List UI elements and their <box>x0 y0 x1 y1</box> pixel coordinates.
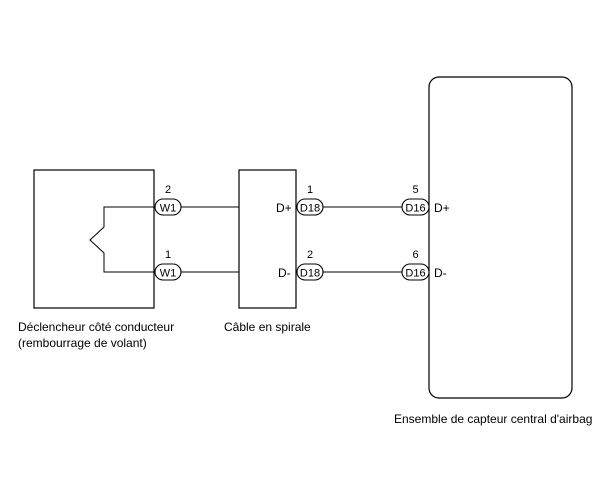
signal-label: D+ <box>434 201 450 215</box>
signal-label: D- <box>434 266 447 280</box>
squib-label-line1: Déclencheur côté conducteur <box>18 320 174 334</box>
pin-number: 2 <box>307 249 313 261</box>
spiral-cable-label: Câble en spirale <box>224 320 311 334</box>
connector-id: W1 <box>160 203 177 215</box>
pin-number: 1 <box>165 249 171 261</box>
airbag-sensor-box <box>428 76 573 399</box>
connector-d16-bottom: D16 6 D- <box>401 249 447 281</box>
connector-id: D18 <box>300 268 320 280</box>
signal-label: D+ <box>276 201 292 215</box>
connector-d16-top: D16 5 D+ <box>401 184 450 216</box>
connector-w1-bottom: W1 1 <box>154 249 182 281</box>
squib-element <box>89 206 154 273</box>
pin-number: 2 <box>165 184 171 196</box>
connector-d18-top: D18 1 D+ <box>276 184 324 216</box>
squib-label-line2: (rembourrage de volant) <box>18 336 147 350</box>
pin-number: 1 <box>307 184 313 196</box>
squib-box <box>33 169 155 309</box>
pin-number: 5 <box>412 184 418 196</box>
pin-number: 6 <box>412 249 418 261</box>
connector-w1-top: W1 2 <box>154 184 182 216</box>
airbag-sensor-label: Ensemble de capteur central d'airbag <box>394 412 592 426</box>
spiral-cable-box <box>238 169 297 309</box>
squib-component <box>33 169 155 309</box>
connector-id: W1 <box>160 268 177 280</box>
connector-id: D16 <box>405 268 425 280</box>
signal-label: D- <box>278 266 291 280</box>
connector-id: D18 <box>300 203 320 215</box>
connector-d18-bottom: D18 2 D- <box>278 249 324 281</box>
connector-id: D16 <box>405 203 425 215</box>
